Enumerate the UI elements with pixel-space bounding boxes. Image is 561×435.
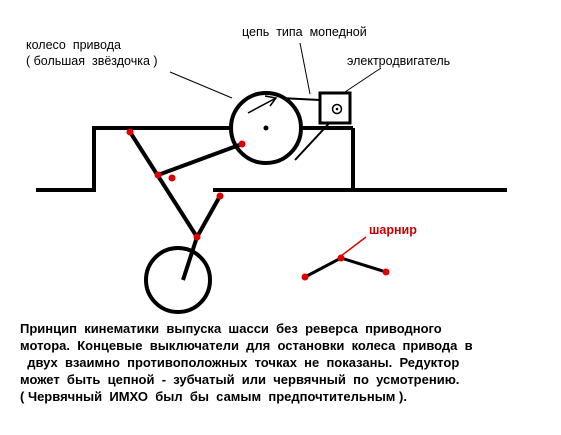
caption-line: двух взаимно противоположных точках не п… xyxy=(20,355,460,370)
drive-wheel-leader-line xyxy=(169,71,233,99)
electric-motor xyxy=(318,91,352,125)
hinge-example xyxy=(304,256,387,279)
brace-link xyxy=(195,195,222,238)
drive-wheel-label-line1: колесо привода xyxy=(26,38,121,52)
caption: Принцип кинематики выпуска шасси без рев… xyxy=(20,320,555,405)
chain-leader-line xyxy=(299,42,311,95)
landing-wheel xyxy=(144,246,212,314)
drive-crank xyxy=(157,142,243,177)
main-strut xyxy=(128,130,199,239)
joint-strut-top xyxy=(126,128,134,136)
drive-wheel-center xyxy=(263,125,269,131)
hinge-label: шарнир xyxy=(369,223,417,237)
caption-line: Принцип кинематики выпуска шасси без рев… xyxy=(20,321,442,336)
joint-crank-mid xyxy=(168,174,176,182)
joint-drive-wheel xyxy=(238,140,246,148)
motor-leader-line xyxy=(344,67,382,93)
drive-wheel-label-line2: ( большая звёздочка ) xyxy=(26,54,158,68)
joint-hinge-left xyxy=(301,273,309,281)
joint-hinge-right xyxy=(382,268,390,276)
caption-line: может быть цепной - зубчатый или червячн… xyxy=(20,372,460,387)
joint-crank-strut xyxy=(154,171,162,179)
caption-line: ( Червячный ИМХО был бы самым предпочтит… xyxy=(20,389,407,404)
rotation-arrowhead-icon xyxy=(264,95,278,107)
joint-hinge-center xyxy=(337,254,345,262)
hinge-leader-line xyxy=(340,236,367,257)
chain-lower xyxy=(294,117,335,161)
caption-line: мотора. Концевые выключатели для останов… xyxy=(20,338,473,353)
joint-brace-top xyxy=(216,192,224,200)
chain-label: цепь типа мопедной xyxy=(242,25,367,39)
motor-shaft xyxy=(335,107,339,111)
fuselage-outline-left xyxy=(36,126,230,192)
motor-label: электродвигатель xyxy=(347,54,451,68)
rotation-arrow-icon xyxy=(247,97,277,114)
joint-knee xyxy=(193,233,201,241)
lower-leg xyxy=(181,236,199,281)
